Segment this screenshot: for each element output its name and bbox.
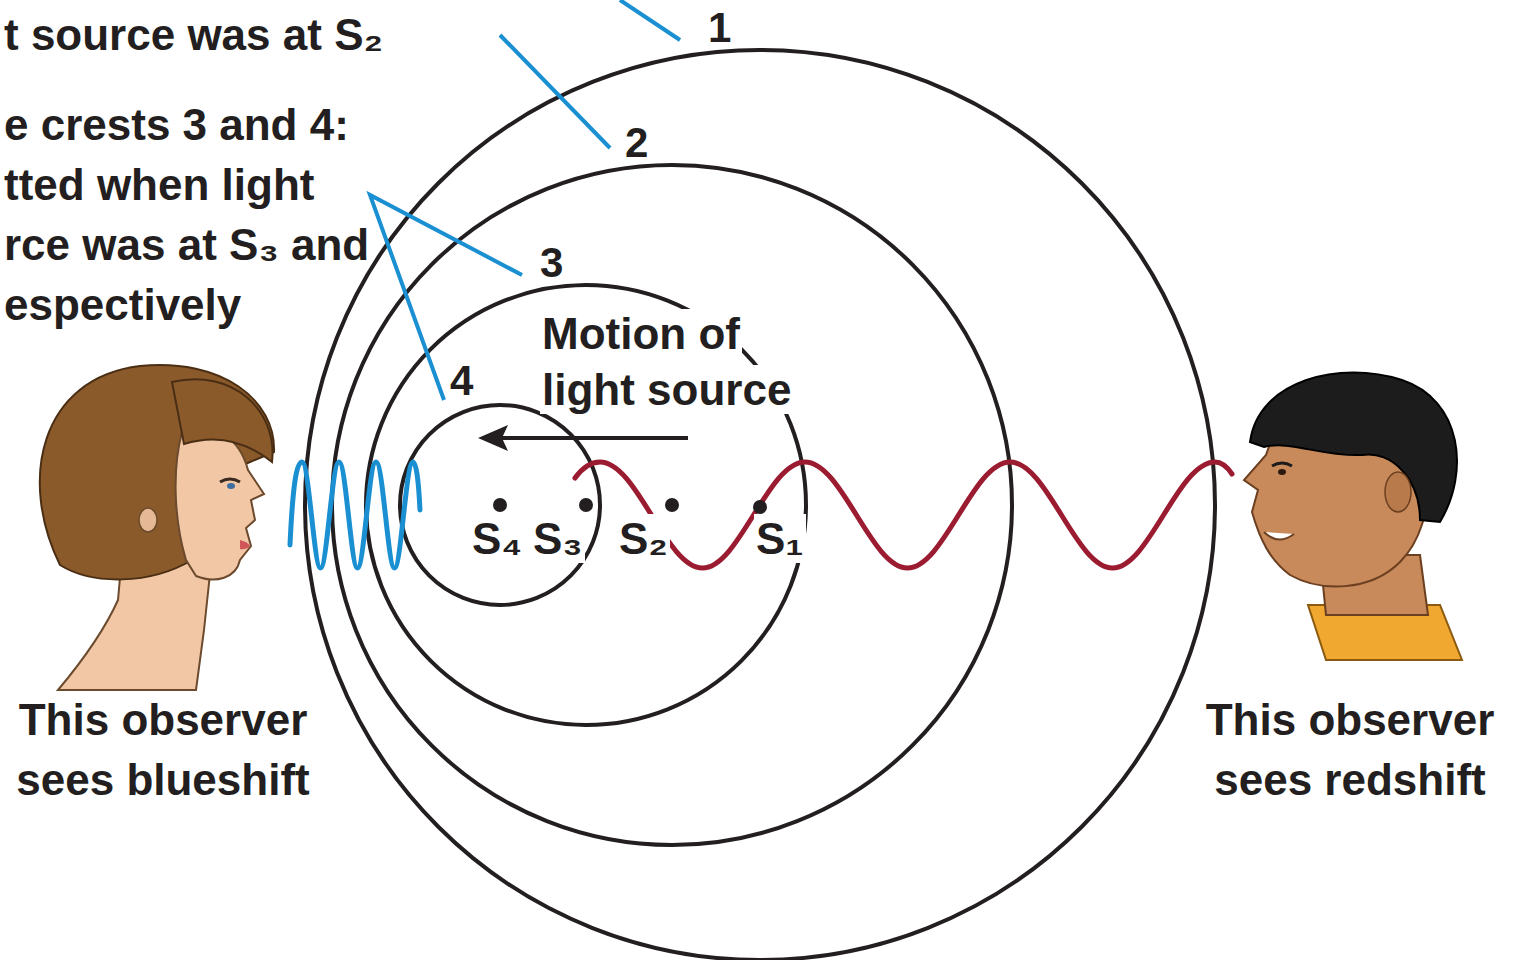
callout-text: t source was at S₂	[4, 10, 383, 59]
motion-label: Motion of light source	[540, 309, 793, 414]
motion-label-box: Motion of light source	[540, 306, 815, 418]
callout-number: 1	[708, 4, 731, 51]
leader-line	[370, 195, 522, 400]
callout-number: 2	[625, 119, 648, 166]
source-dot	[753, 500, 767, 514]
callout-text-box: t source was at S₂	[4, 8, 424, 62]
callout-number-box: 1	[708, 3, 748, 53]
redshift-wave	[575, 462, 1232, 568]
source-position-box: S₁	[754, 512, 814, 566]
observer-caption-box: This observer sees blueshift	[3, 690, 323, 810]
source-position-box: S₄	[470, 512, 530, 566]
callout-number: 4	[450, 357, 473, 404]
source-dot	[579, 498, 593, 512]
callout-number-box: 3	[540, 238, 580, 288]
arrow-head	[478, 425, 508, 451]
source-position: S₂	[617, 514, 670, 563]
leader-line	[620, 0, 680, 40]
callout-text-box: e crests 3 and 4: tted when light rce wa…	[4, 95, 386, 335]
observer-caption: This observer sees redshift	[1206, 695, 1495, 804]
source-position-box: S₃	[531, 512, 591, 566]
callout-text: e crests 3 and 4: tted when light rce wa…	[4, 100, 369, 329]
callout-number-box: 2	[625, 118, 665, 168]
source-position: S₃	[531, 514, 585, 563]
wave-crest	[366, 285, 806, 725]
blueshift-wave	[290, 462, 420, 568]
wave-crest	[400, 405, 600, 605]
source-position: S₁	[754, 514, 806, 563]
wave-crest	[305, 50, 1215, 960]
motion-arrow	[500, 436, 688, 440]
source-position: S₄	[470, 514, 524, 563]
redshift-observer	[1244, 373, 1462, 660]
callout-number-box: 4	[450, 356, 490, 406]
observer-caption-box: This observer sees redshift	[1190, 690, 1510, 810]
observer-caption: This observer sees blueshift	[16, 695, 309, 804]
leader-line	[500, 35, 610, 148]
callout-number: 3	[540, 239, 563, 286]
blueshift-observer	[40, 365, 274, 690]
source-position-box: S₂	[617, 512, 677, 566]
source-dot	[665, 498, 679, 512]
source-dot	[493, 498, 507, 512]
wave-crest	[332, 165, 1012, 845]
